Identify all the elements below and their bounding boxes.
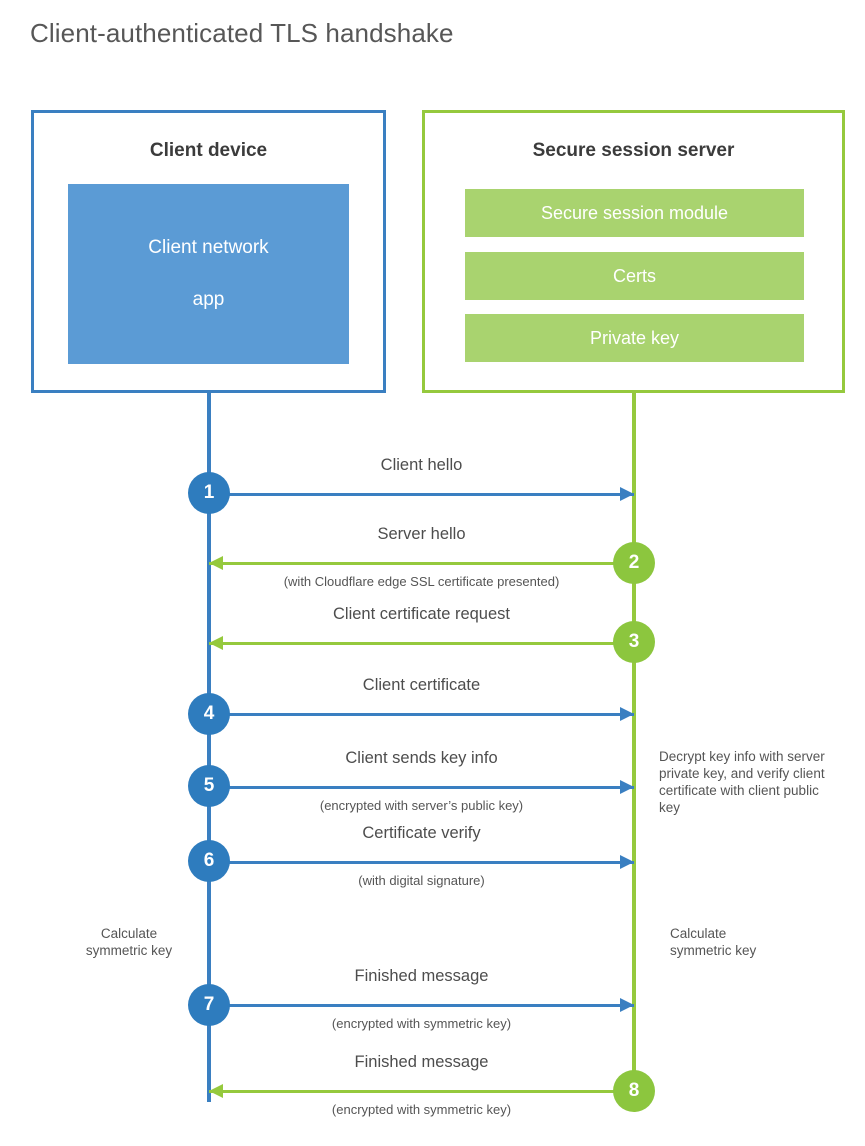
note-client-calculate-line2: symmetric key <box>85 943 173 958</box>
message-sublabel-7: (encrypted with symmetric key) <box>331 1016 512 1031</box>
note-server-decrypt: Decrypt key info with server private key… <box>659 749 825 815</box>
message-sublabel-8: (encrypted with symmetric key) <box>331 1102 512 1117</box>
step-circle-6: 6 <box>188 840 230 882</box>
message-sublabel-6: (with digital signature) <box>358 873 485 888</box>
step-circle-4: 4 <box>188 693 230 735</box>
step-circle-2: 2 <box>613 542 655 584</box>
arrow-line <box>209 1090 634 1093</box>
server-block-certs: Certs <box>465 252 804 300</box>
note-client-calculate-symmetric-key: Calculate symmetric key <box>58 925 200 959</box>
arrow-head-right-icon <box>620 487 634 501</box>
arrow-head-right-icon <box>620 780 634 794</box>
note-server-calculate-line1: Calculate <box>670 926 727 941</box>
client-device-title: Client device <box>149 140 268 161</box>
server-block-secure-session-module: Secure session module <box>465 189 804 237</box>
step-circle-8: 8 <box>613 1070 655 1112</box>
arrow-line <box>209 786 634 789</box>
page-title: Client-authenticated TLS handshake <box>30 18 454 48</box>
arrow-line <box>209 1004 634 1007</box>
message-label-1: Client hello <box>380 456 463 474</box>
client-app-label-line1: Client network <box>148 237 269 258</box>
arrow-line <box>209 493 634 496</box>
message-sublabel-5: (encrypted with server’s public key) <box>319 798 524 813</box>
arrow-head-right-icon <box>620 707 634 721</box>
note-server-calculate-line2: symmetric key <box>670 943 757 958</box>
message-label-4: Client certificate <box>362 676 481 694</box>
step-circle-3: 3 <box>613 621 655 663</box>
arrow-line <box>209 562 634 565</box>
server-block-private-key: Private key <box>465 314 804 362</box>
secure-session-server-title: Secure session server <box>532 140 735 161</box>
arrow-head-right-icon <box>620 855 634 869</box>
message-sublabel-2: (with Cloudflare edge SSL certificate pr… <box>283 574 560 589</box>
message-label-6: Certificate verify <box>362 824 481 842</box>
arrow-head-left-icon <box>209 636 223 650</box>
note-client-calculate-line1: Calculate <box>100 926 158 941</box>
note-server-calculate-symmetric-key: Calculate symmetric key <box>670 925 830 959</box>
server-lifeline <box>632 393 636 1093</box>
message-label-2: Server hello <box>377 525 466 543</box>
arrow-line <box>209 642 634 645</box>
client-network-app-block: Client network app <box>68 184 349 364</box>
arrow-head-right-icon <box>620 998 634 1012</box>
message-label-5: Client sends key info <box>345 749 498 767</box>
arrow-line <box>209 861 634 864</box>
client-device-box: Client device Client network app <box>31 110 386 393</box>
message-label-7: Finished message <box>354 967 489 985</box>
message-label-3: Client certificate request <box>333 605 510 623</box>
message-label-8: Finished message <box>354 1053 489 1071</box>
arrow-head-left-icon <box>209 556 223 570</box>
secure-session-server-box: Secure session server Secure session mod… <box>422 110 845 393</box>
arrow-head-left-icon <box>209 1084 223 1098</box>
step-circle-7: 7 <box>188 984 230 1026</box>
arrow-line <box>209 713 634 716</box>
step-circle-1: 1 <box>188 472 230 514</box>
client-lifeline <box>207 393 211 1102</box>
client-app-label-line2: app <box>192 289 225 310</box>
step-circle-5: 5 <box>188 765 230 807</box>
